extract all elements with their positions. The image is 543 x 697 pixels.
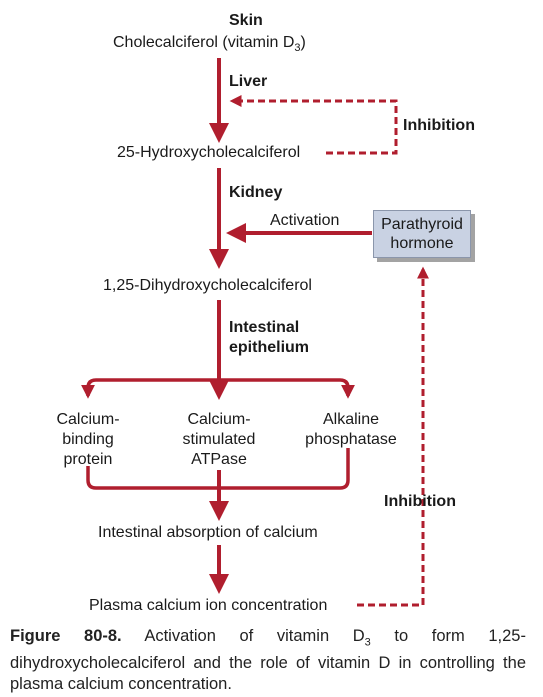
label-intestinal-epithelium-1: Intestinal xyxy=(229,319,300,336)
pth-line-2: hormone xyxy=(390,235,454,252)
figure-caption: Figure 80-8. Activation of vitamin D3 to… xyxy=(10,626,526,695)
label-calcium-stimulated-atpase: Calcium- stimulated ATPase xyxy=(166,410,272,470)
label-kidney: Kidney xyxy=(229,184,283,201)
csa-line-3: ATPase xyxy=(191,451,247,468)
label-intestinal-epithelium-2: epithelium xyxy=(229,339,310,356)
branch-bracket xyxy=(81,378,355,399)
label-cholecalciferol: Cholecalciferol (vitamin D3) xyxy=(113,33,306,58)
label-inhibition-bottom: Inhibition xyxy=(384,493,456,510)
inhibition-loop-bottom xyxy=(357,266,429,607)
label-activation: Activation xyxy=(270,212,340,229)
label-calcium-binding-protein: Calcium- binding protein xyxy=(38,410,138,470)
caption-text-1: Activation of vitamin D xyxy=(144,627,365,645)
inhibition-loop-top xyxy=(229,95,398,155)
cholecalciferol-text: Cholecalciferol (vitamin D xyxy=(113,34,295,51)
label-intestinal-absorption: Intestinal absorption of calcium xyxy=(98,524,318,541)
label-25-hydroxycholecalciferol: 25-Hydroxycholecalciferol xyxy=(117,144,301,161)
csa-line-1: Calcium- xyxy=(187,411,251,428)
alp-line-2: phosphatase xyxy=(305,431,397,448)
caption-subscript: 3 xyxy=(364,636,371,649)
csa-line-2: stimulated xyxy=(182,431,256,448)
cbp-line-3: protein xyxy=(63,451,113,468)
pth-line-1: Parathyroid xyxy=(381,216,463,233)
cholecalciferol-close: ) xyxy=(300,34,306,51)
cbp-line-1: Calcium- xyxy=(56,411,120,428)
alp-line-1: Alkaline xyxy=(322,411,380,428)
label-alkaline-phosphatase: Alkaline phosphatase xyxy=(298,410,404,450)
label-skin: Skin xyxy=(229,12,263,29)
label-liver: Liver xyxy=(229,73,268,90)
cbp-line-2: binding xyxy=(62,431,114,448)
caption-text-2: to form 1,25-dihydroxycholecalciferol an… xyxy=(10,627,526,694)
label-plasma-calcium: Plasma calcium ion concentration xyxy=(89,597,328,614)
cholecalciferol-subscript: 3 xyxy=(294,42,301,55)
parathyroid-hormone-box: Parathyroid hormone xyxy=(373,210,471,258)
caption-figure-label: Figure 80-8. xyxy=(10,627,122,645)
label-1-25-dihydroxycholecalciferol: 1,25-Dihydroxycholecalciferol xyxy=(103,277,312,294)
label-inhibition-top: Inhibition xyxy=(403,117,475,134)
